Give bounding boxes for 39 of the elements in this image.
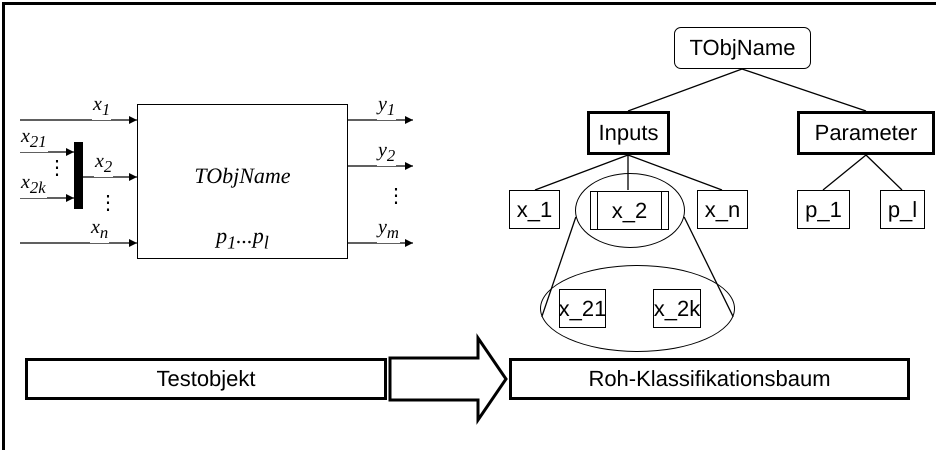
- caption-box: Testobjekt: [25, 358, 387, 400]
- ellipsis-dots: ⋮: [98, 193, 118, 213]
- tree-node: Parameter: [797, 111, 935, 155]
- leaf-node: p_1: [797, 190, 850, 229]
- block-arrow: [388, 333, 508, 425]
- connector-line: [866, 154, 902, 190]
- zoom-ellipse: [540, 265, 735, 352]
- leaf-node: p_l: [880, 190, 925, 229]
- connector-line: [628, 68, 742, 112]
- connector-line: [534, 154, 628, 191]
- connector-line: [628, 154, 722, 191]
- arrow: [20, 239, 137, 247]
- connector-line: [822, 154, 866, 190]
- leaf-node: x_21: [559, 289, 606, 328]
- arrow: [20, 116, 137, 124]
- connector-line: [684, 216, 734, 318]
- caption-box: Roh-Klassifikationsbaum: [509, 358, 910, 400]
- tree-node: Inputs: [587, 111, 670, 155]
- parameter-label: p$_{1}$...p$_{l}$: [214, 223, 270, 254]
- arrow: [348, 116, 413, 124]
- connector-line: [742, 68, 866, 112]
- leaf-node: x_1: [509, 190, 560, 229]
- connector-line: [627, 155, 629, 190]
- ellipsis-dots: ⋮: [47, 158, 67, 178]
- arrow: [20, 148, 74, 156]
- arrow: [348, 162, 413, 170]
- leaf-node: x_n: [697, 190, 748, 229]
- block-title: TObjName: [193, 163, 292, 189]
- root-node: TObjName: [674, 27, 811, 69]
- connector-line: [541, 216, 576, 318]
- arrow: [20, 194, 74, 202]
- function-block: [137, 104, 348, 259]
- zoom-ellipse: [575, 173, 685, 248]
- bus-bar: [74, 142, 83, 209]
- ellipsis-dots: ⋮: [386, 186, 406, 206]
- composite-node: x_2: [590, 191, 669, 230]
- arrow: [348, 239, 413, 247]
- leaf-node: x_2k: [653, 289, 701, 328]
- arrow: [83, 173, 137, 181]
